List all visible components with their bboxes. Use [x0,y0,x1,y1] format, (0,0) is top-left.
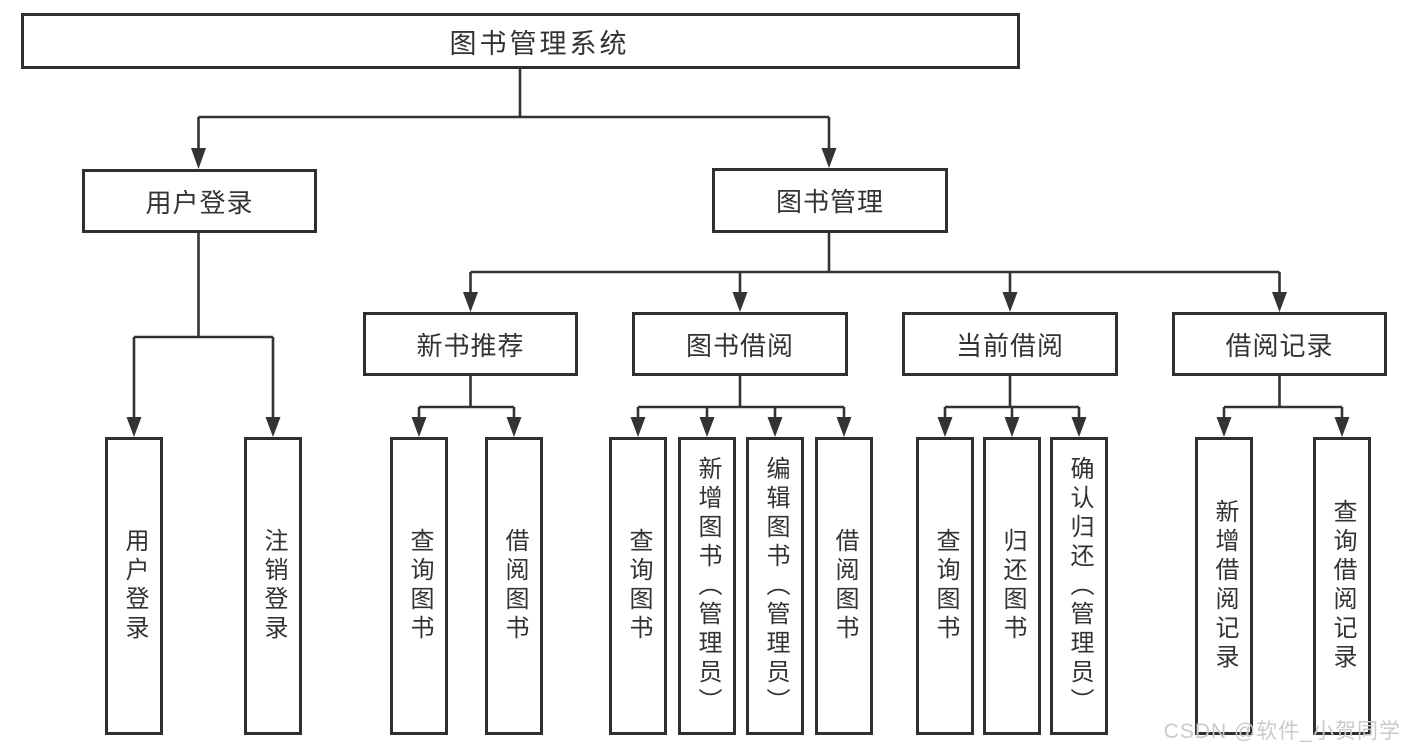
arrow-down-icon [191,148,206,169]
arrow-down-icon [732,292,748,312]
node-book-borrowing: 图书借阅 [632,312,848,376]
leaf-label: 查询图书 [406,528,433,644]
leaf-logout: 注销登录 [244,437,302,735]
arrow-down-icon [1334,417,1350,437]
node-user-login: 用户登录 [82,169,317,233]
node-book-management: 图书管理 [712,168,948,233]
leaf-query-books-recommend: 查询图书 [390,437,448,735]
arrow-down-icon [1002,292,1018,312]
arrow-down-icon [265,417,281,437]
arrow-down-icon [630,417,646,437]
leaf-label: 借阅图书 [831,528,858,644]
leaf-add-borrow-record: 新增借阅记录 [1195,437,1253,735]
arrow-down-icon [1004,417,1020,437]
node-current-borrowing: 当前借阅 [902,312,1118,376]
node-new-book-recommendation: 新书推荐 [363,312,578,376]
node-borrowing-records: 借阅记录 [1172,312,1387,376]
connector-path [132,69,1344,419]
leaf-confirm-return-admin: 确认归还（管理员） [1050,437,1108,735]
arrow-down-icon [1216,417,1232,437]
arrow-down-icon [506,417,522,437]
leaf-label: 查询借阅记录 [1329,499,1356,673]
leaf-add-book-admin: 新增图书（管理员） [678,437,736,735]
leaf-label: 新增借阅记录 [1211,499,1238,673]
arrow-down-icon [767,417,783,437]
leaf-edit-book-admin: 编辑图书（管理员） [746,437,804,735]
leaf-label: 归还图书 [999,528,1026,644]
leaf-label: 注销登录 [260,528,287,644]
leaf-return-books: 归还图书 [983,437,1041,735]
arrow-down-icon [836,417,852,437]
leaf-borrow-books-borrowing: 借阅图书 [815,437,873,735]
arrowheads [126,148,1350,437]
leaf-user-login: 用户登录 [105,437,163,735]
leaf-label: 查询图书 [625,528,652,644]
leaf-label: 确认归还（管理员） [1066,455,1093,717]
leaf-borrow-books-recommend: 借阅图书 [485,437,543,735]
leaf-label: 查询图书 [932,528,959,644]
arrow-down-icon [821,148,837,168]
arrow-down-icon [126,417,142,437]
watermark: CSDN @软件_小贺同学 [1163,720,1401,743]
leaf-label: 编辑图书（管理员） [762,455,789,717]
arrow-down-icon [1272,292,1287,312]
node-library-management-system: 图书管理系统 [21,13,1020,69]
leaf-label: 用户登录 [121,528,148,644]
leaf-query-borrow-record: 查询借阅记录 [1313,437,1371,735]
arrow-down-icon [937,417,953,437]
leaf-query-books-borrowing: 查询图书 [609,437,667,735]
arrow-down-icon [463,292,478,312]
arrow-down-icon [1071,417,1087,437]
arrow-down-icon [699,417,715,437]
arrow-down-icon [411,417,427,437]
leaf-query-books-current: 查询图书 [916,437,974,735]
leaf-label: 借阅图书 [501,528,528,644]
leaf-label: 新增图书（管理员） [694,455,721,717]
